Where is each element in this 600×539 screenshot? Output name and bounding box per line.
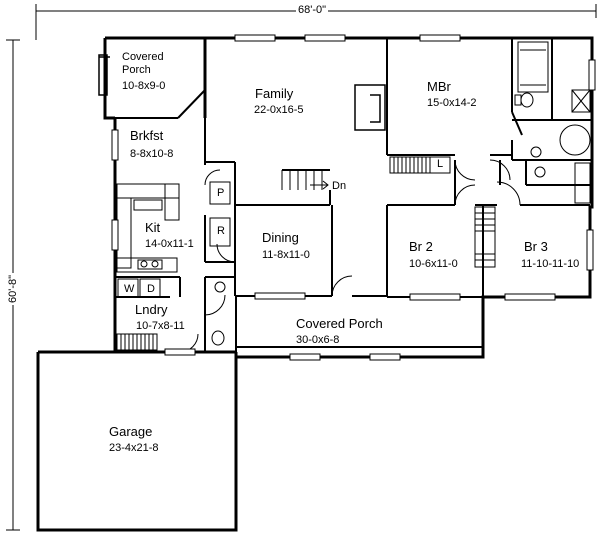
windows (111, 34, 596, 361)
stairs (281, 170, 329, 190)
dining-name: Dining (262, 230, 299, 245)
br2-size: 10-6x11-0 (409, 258, 458, 270)
dining-size: 11-8x11-0 (262, 249, 310, 261)
covered-porch-front-size: 30-0x6-8 (296, 334, 340, 346)
br3-size: 11-10-11-10 (521, 258, 580, 270)
family-name: Family (255, 86, 294, 101)
covered-porch-top-name2: Porch (122, 64, 151, 76)
dimension-lines (6, 4, 597, 531)
small-closets (117, 156, 451, 298)
closet-shelves (116, 41, 549, 351)
lndry-name: Lndry (135, 302, 168, 317)
garage-size: 23-4x21-8 (109, 442, 159, 454)
br3-name: Br 3 (524, 239, 548, 254)
family-size: 22-0x16-5 (254, 104, 304, 116)
lndry-size: 10-7x8-11 (136, 320, 185, 332)
fireplace (98, 54, 386, 131)
dryer-label: D (147, 283, 155, 295)
brkfst-size: 8-8x10-8 (130, 148, 174, 160)
covered-porch-top-name: Covered (122, 51, 164, 63)
overall-width-label: 68'-0" (296, 4, 329, 16)
washer-label: W (124, 283, 135, 295)
linen-label: L (437, 158, 444, 170)
brkfst-name: Brkfst (130, 128, 164, 143)
exterior-walls (36, 36, 594, 532)
refrigerator-label: R (217, 225, 225, 237)
covered-porch-top-size: 10-8x9-0 (122, 80, 166, 92)
covered-porch-front-name: Covered Porch (296, 316, 383, 331)
overall-depth-label: 60'-8" (7, 272, 19, 305)
pantry-label: P (217, 187, 225, 199)
br2-name: Br 2 (409, 239, 433, 254)
garage-name: Garage (109, 424, 153, 439)
stair-down-label: Dn (332, 180, 347, 192)
bath-fixtures (211, 89, 591, 346)
mbr-name: MBr (427, 79, 451, 94)
door-swings (179, 159, 521, 353)
mbr-size: 15-0x14-2 (427, 97, 477, 109)
kit-size: 14-0x11-1 (145, 238, 194, 250)
kit-name: Kit (145, 220, 161, 235)
